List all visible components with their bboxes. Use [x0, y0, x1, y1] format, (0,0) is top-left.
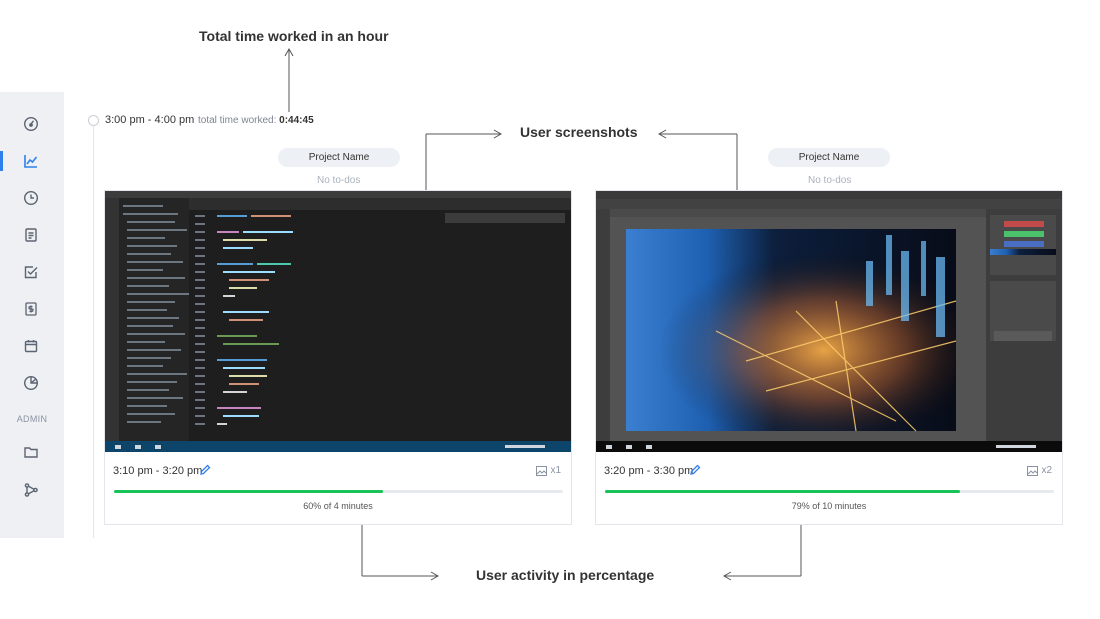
screenshot-count-value: x1 [550, 465, 561, 476]
activity-bar-track [114, 490, 563, 493]
total-time-worked: total time worked: 0:44:45 [198, 115, 314, 126]
activity-percentage: 79% of 10 minutes [791, 501, 867, 511]
project-name-pill[interactable]: Project Name [278, 148, 400, 167]
calendar-icon[interactable] [21, 336, 41, 356]
sidebar: ADMIN [0, 92, 64, 538]
dashboard-gauge-icon[interactable] [21, 114, 41, 134]
screenshot-time-range: 3:20 pm - 3:30 pm [604, 465, 694, 477]
activity-bar-fill [114, 490, 384, 493]
pencil-edit-icon[interactable] [199, 464, 211, 476]
annotation-user-activity: User activity in percentage [476, 567, 655, 583]
pencil-edit-icon[interactable] [689, 464, 701, 476]
invoice-dollar-icon[interactable] [21, 299, 41, 319]
pie-chart-icon[interactable] [21, 373, 41, 393]
screenshot-count[interactable]: x2 [1027, 465, 1052, 476]
screenshot-thumbnail-code-editor[interactable] [105, 191, 571, 452]
project-name-pill[interactable]: Project Name [768, 148, 890, 167]
hour-range: 3:00 pm - 4:00 pm [105, 114, 195, 126]
screenshot-card: 3:20 pm - 3:30 pm x2 79% of 10 minutes [595, 190, 1063, 525]
annotation-user-screenshots: User screenshots [520, 124, 638, 140]
share-nodes-icon[interactable] [21, 480, 41, 500]
total-time-label: total time worked: [198, 115, 277, 126]
document-icon[interactable] [21, 225, 41, 245]
clock-icon[interactable] [21, 188, 41, 208]
activity-bar-track [605, 490, 1054, 493]
image-icon [536, 465, 548, 476]
timeline-dot [88, 115, 99, 126]
timeline-line [93, 126, 94, 538]
no-todos-label: No to-dos [808, 175, 852, 186]
checkbox-icon[interactable] [21, 262, 41, 282]
screenshot-count[interactable]: x1 [536, 465, 561, 476]
image-icon [1027, 465, 1039, 476]
sidebar-admin-label: ADMIN [16, 414, 48, 424]
total-time-value: 0:44:45 [279, 115, 314, 126]
no-todos-label: No to-dos [317, 175, 361, 186]
screenshot-thumbnail-photo-editor[interactable] [596, 191, 1062, 452]
activity-bar-fill [605, 490, 960, 493]
activity-percentage: 60% of 4 minutes [303, 501, 373, 511]
annotation-total-time: Total time worked in an hour [199, 28, 389, 44]
screenshot-card: 3:10 pm - 3:20 pm x1 60% of 4 minutes [104, 190, 572, 525]
folder-icon[interactable] [21, 442, 41, 462]
sidebar-active-indicator [0, 151, 3, 171]
screenshot-count-value: x2 [1041, 465, 1052, 476]
activity-chart-icon[interactable] [21, 151, 41, 171]
screenshot-time-range: 3:10 pm - 3:20 pm [113, 465, 203, 477]
